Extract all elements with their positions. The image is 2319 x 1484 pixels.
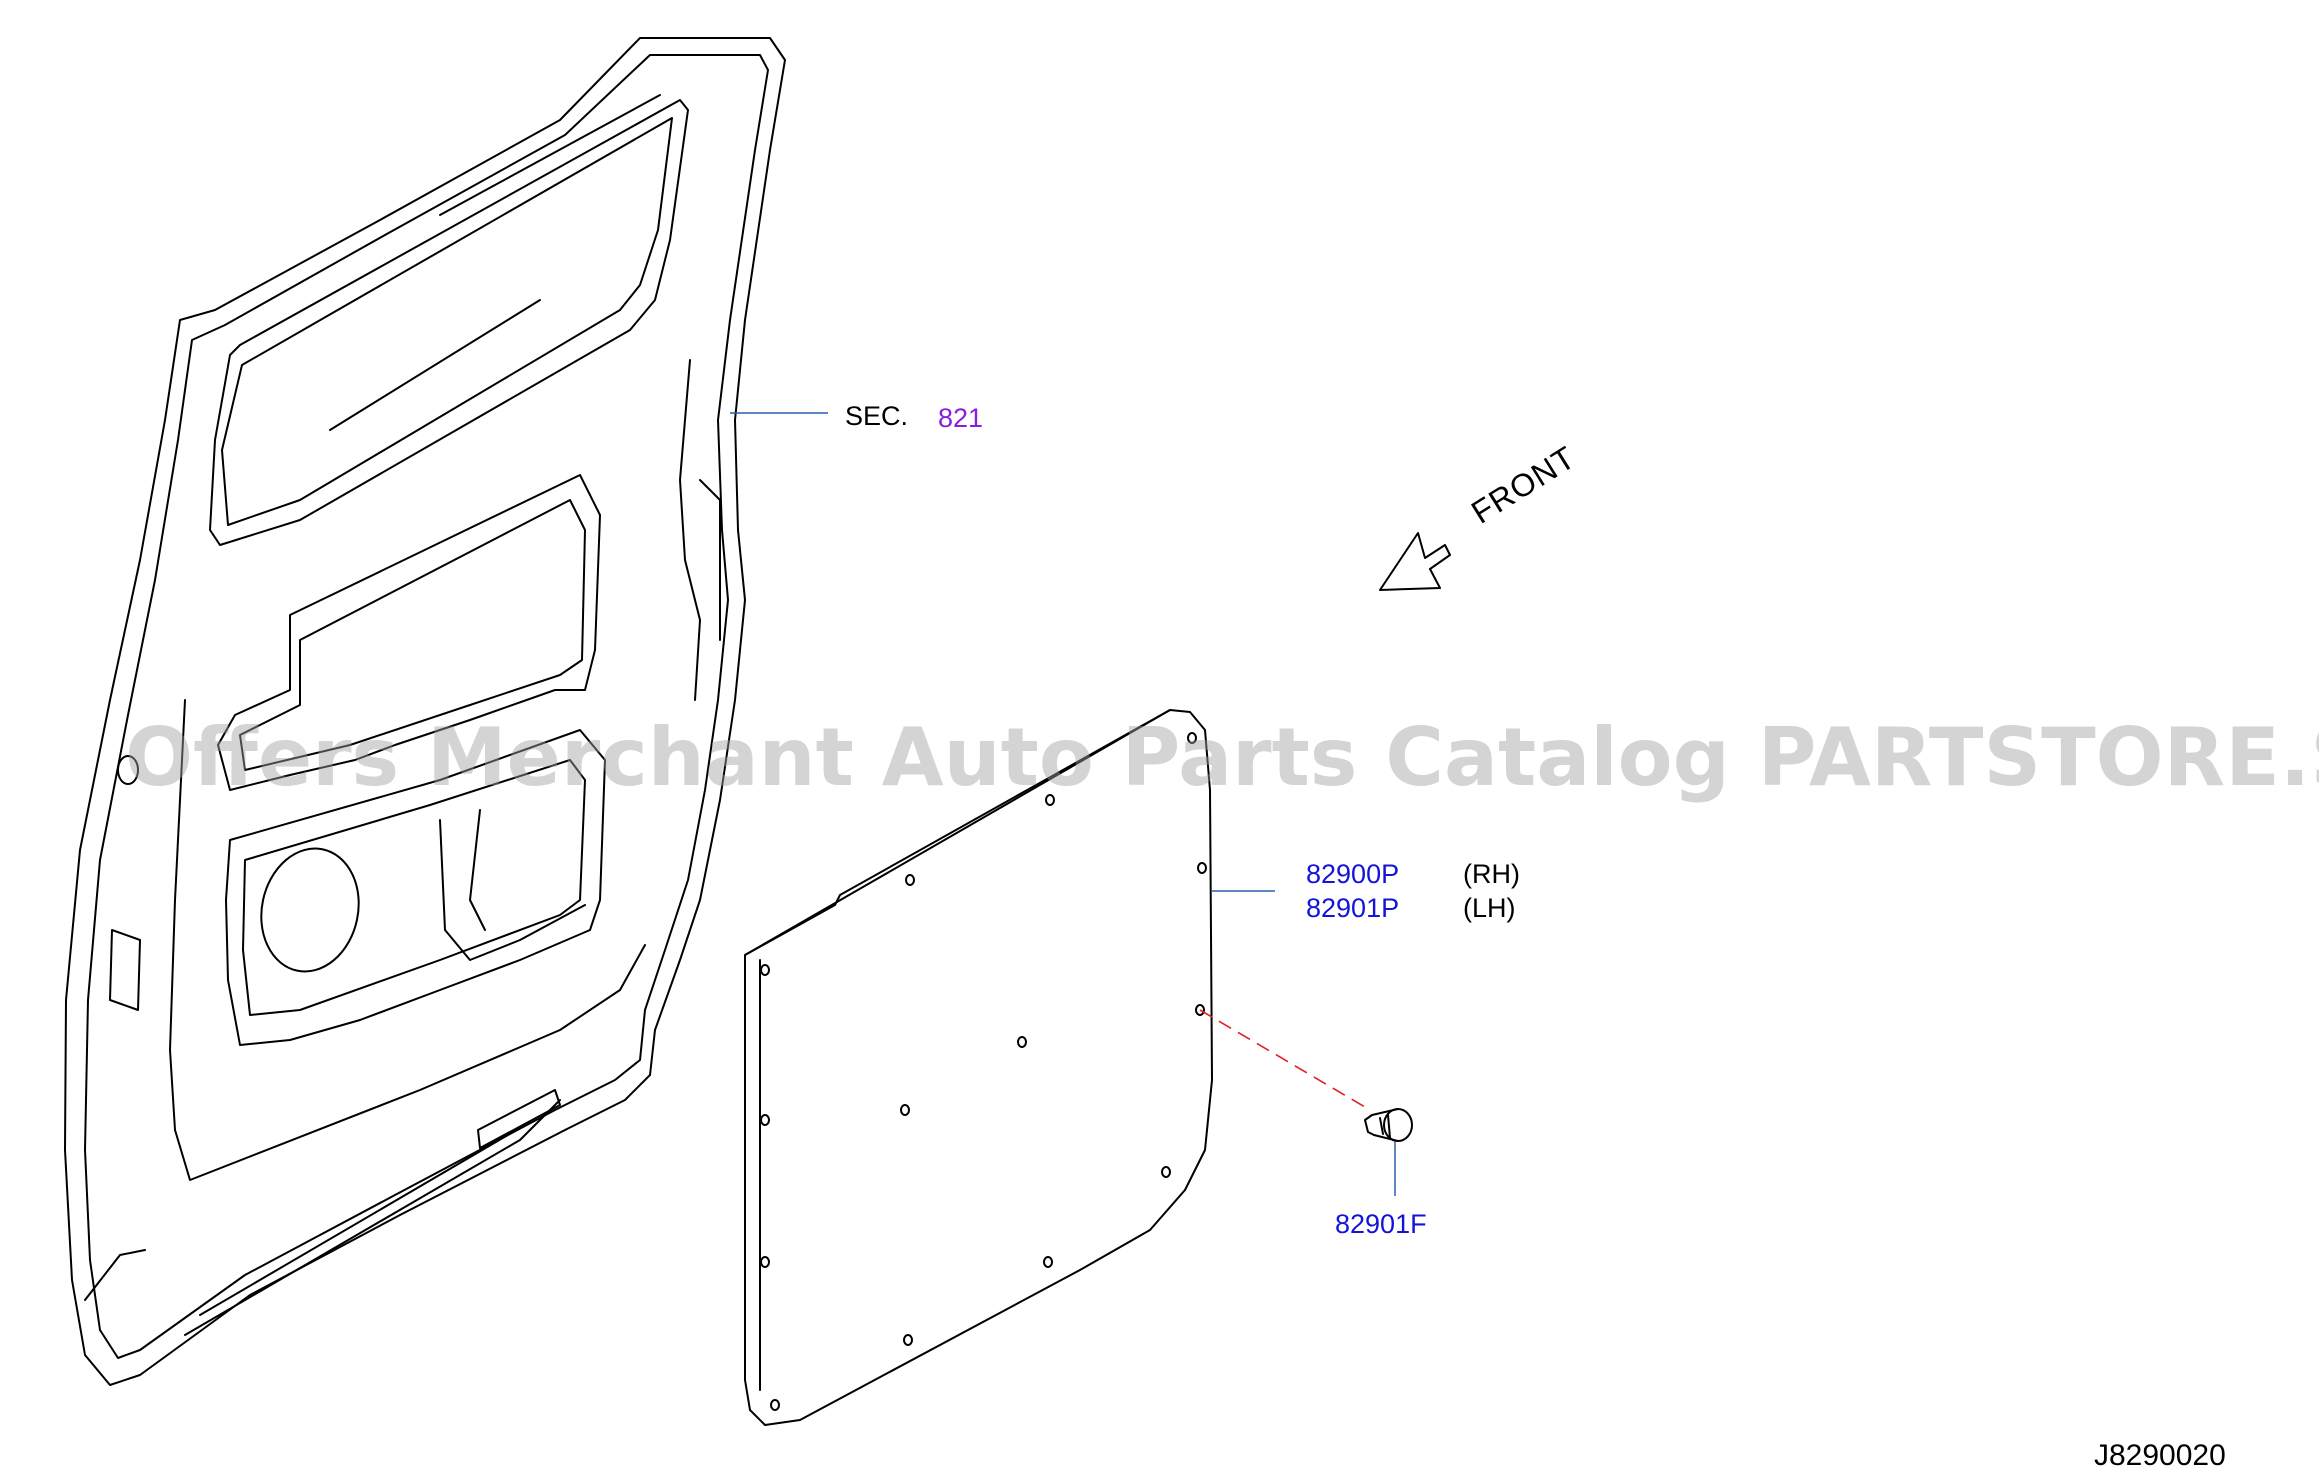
clip-dashed-leader: [1199, 1009, 1371, 1111]
trim-board: [744, 709, 1213, 1426]
clip-part-number-link[interactable]: 82901F: [1335, 1209, 1427, 1239]
door-outer-panel: [64, 37, 786, 1386]
clip-fastener: [1364, 1108, 1413, 1142]
speaker-opening: [260, 847, 360, 973]
part-number-lh-link[interactable]: 82901P: [1306, 893, 1400, 923]
inner-panel-lower: [225, 729, 606, 1046]
window-opening: [209, 99, 689, 546]
diagram-code: J8290020: [2094, 1439, 2226, 1472]
watermark: Offers Merchant Auto Parts Catalog PARTS…: [125, 711, 2319, 804]
trim-holes: [760, 732, 1207, 1411]
side-rh-label: (RH): [1463, 859, 1520, 889]
door-inner-frame: [84, 54, 769, 1359]
front-arrow: [1379, 532, 1451, 591]
side-lh-label: (LH): [1463, 893, 1516, 923]
sec-label: SEC.: [845, 401, 909, 431]
sec-number-link[interactable]: 821: [938, 403, 984, 433]
inner-panel-upper: [217, 474, 601, 791]
part-number-rh-link[interactable]: 82900P: [1306, 859, 1400, 889]
